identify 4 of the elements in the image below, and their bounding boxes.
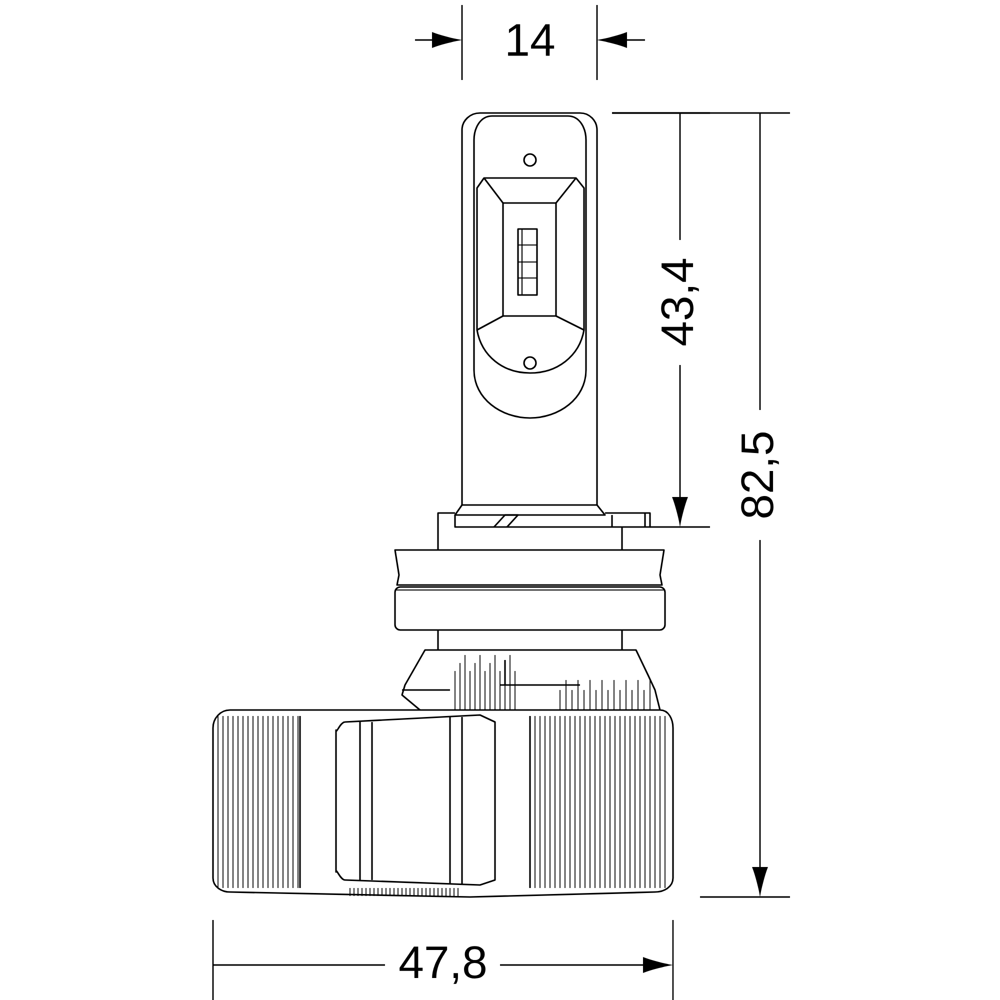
dimension-label: 82,5 xyxy=(741,432,779,518)
dimension-label: 43,4 xyxy=(661,258,699,346)
dimension-label: 47,8 xyxy=(400,946,486,984)
dimension-label: 14 xyxy=(508,24,554,56)
